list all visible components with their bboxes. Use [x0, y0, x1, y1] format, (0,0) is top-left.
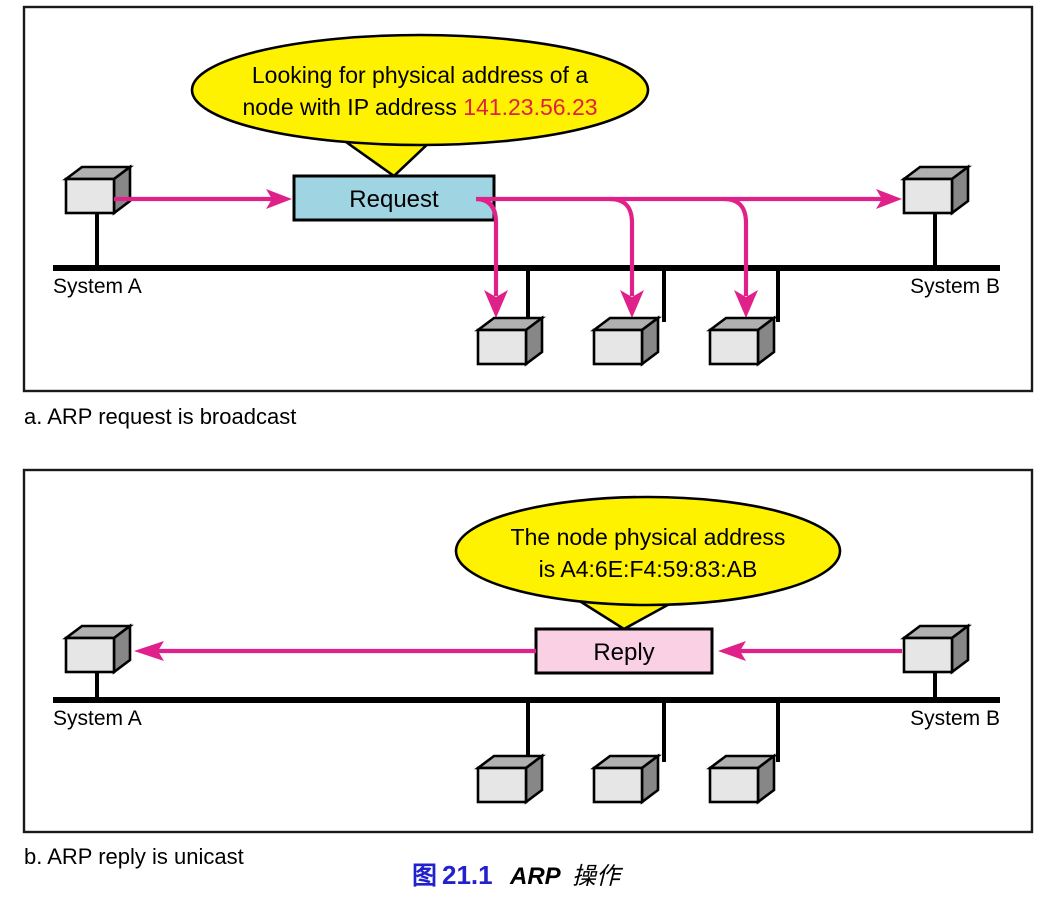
panel-a-bubble-ip-address: 141.23.56.23: [463, 94, 597, 120]
panel-a-bubble-line2-prefix: node with IP address: [242, 94, 463, 120]
panel-b-border: [22, 468, 1034, 834]
panel-b-reply-label: Reply: [593, 639, 654, 666]
panel-b-node-system-a: [64, 624, 132, 700]
figure-title-en: ARP: [509, 863, 562, 890]
figure-title: 图 21.1 ARP 操作: [412, 860, 624, 890]
panel-b-node-system-b: [902, 624, 970, 700]
panel-a-flow-a-to-request: [114, 189, 292, 209]
panel-b-flow-reply-to-a: [134, 641, 536, 661]
panel-a-bubble-line2: node with IP address 141.23.56.23: [242, 94, 597, 120]
figure-title-number: 21.1: [442, 860, 493, 890]
panel-a-request-label: Request: [349, 186, 439, 213]
panel-b-label-system-b: System B: [910, 707, 1000, 730]
panel-a-request-box: Request: [292, 174, 496, 222]
panel-a-border: [22, 5, 1034, 393]
figure-title-cn-word: 操作: [572, 863, 624, 890]
panel-a-label-system-b: System B: [910, 275, 1000, 298]
figure-title-cn-label: 图: [412, 862, 437, 890]
panel-a-label-system-a: System A: [53, 275, 142, 298]
panel-b-flow-b-to-reply: [718, 641, 902, 661]
panel-a-caption: a. ARP request is broadcast: [24, 404, 296, 429]
panel-b-label-system-a: System A: [53, 707, 142, 730]
panel-a: System A System B Request: [22, 5, 1034, 393]
panel-b-speech-bubble: [454, 495, 842, 607]
panel-a-broadcast-node-1: [476, 268, 544, 366]
panel-a-broadcast-node-3: [708, 268, 780, 366]
panel-b-caption: b. ARP reply is unicast: [24, 844, 244, 869]
panel-b-idle-node-1: [476, 700, 544, 804]
panel-b-idle-node-3: [708, 700, 780, 804]
panel-a-broadcast-node-2: [592, 268, 666, 366]
panel-a-flow-request-to-b: [494, 189, 902, 209]
panel-b-reply-box: Reply: [534, 627, 714, 675]
panel-b-idle-node-2: [592, 700, 666, 804]
panel-b: System A System B Reply: [22, 468, 1034, 834]
panel-a-speech-bubble: [190, 33, 650, 147]
panel-a-node-system-b: [902, 165, 970, 268]
panel-b-bubble-line2: is A4:6E:F4:59:83:AB: [539, 556, 758, 582]
panel-a-broadcast-branch-3: [723, 196, 758, 318]
panel-a-bubble-line1: Looking for physical address of a: [252, 62, 588, 88]
panel-b-bubble-line1: The node physical address: [511, 524, 786, 550]
panel-a-broadcast-branch-2: [609, 196, 644, 318]
panel-a-node-system-a: [64, 165, 132, 268]
panel-a-broadcast-branch-1: [475, 196, 508, 318]
